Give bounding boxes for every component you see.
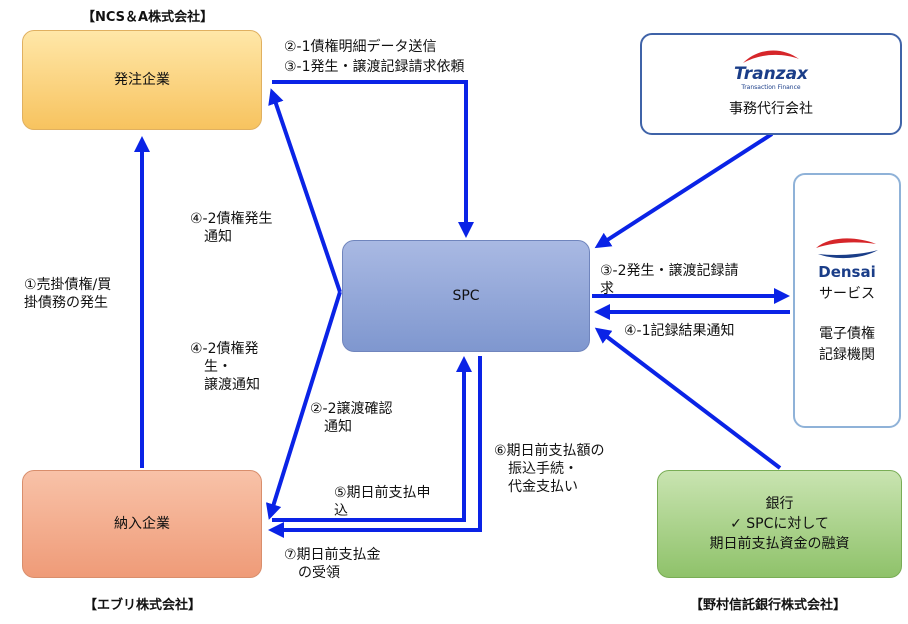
ordering-company-note: 【NCS＆A株式会社】 (82, 10, 214, 25)
bank-name-label: 銀行 (765, 495, 794, 512)
label-step-7: ⑦期日前支払金 の受領 (284, 547, 381, 582)
label-step-5: ⑤期日前支払申 込 (334, 485, 431, 520)
label-step-4-2-delivery: ④-2債権発 生・ 譲渡通知 (190, 341, 260, 394)
tranzax-logo-icon (743, 50, 799, 64)
label-step-6: ⑥期日前支払額の 振込手続・ 代金支払い (494, 443, 605, 496)
densai-logo-text: Densai (818, 263, 876, 282)
ordering-company-node: 発注企業 (22, 30, 262, 130)
tranzax-node: Tranzax Transaction Finance 事務代行会社 (640, 33, 902, 135)
densai-service-label: サービス (819, 285, 875, 302)
label-step-3-1: ③-1発生・譲渡記録請求依頼 (284, 59, 465, 75)
label-step-4-1: ④-1記録結果通知 (624, 323, 735, 339)
arrow-step-5 (272, 356, 472, 522)
arrow-step-2-2-delivery (265, 291, 342, 520)
densai-role-line1: 電子債権 (819, 326, 875, 343)
tranzax-logo-tagline: Transaction Finance (741, 83, 801, 91)
bank-desc-line1: ✓ SPCに対して (730, 515, 829, 532)
label-step-3-2: ③-2発生・譲渡記録請 求 (600, 263, 739, 298)
bank-desc-line2: 期日前支払資金の融資 (709, 536, 850, 553)
arrow-tranzax-spc (594, 132, 774, 249)
label-step-4-2-ordering: ④-2債権発生 通知 (190, 211, 273, 246)
densai-logo-icon (816, 238, 878, 259)
delivery-company-label: 納入企業 (114, 515, 170, 532)
tranzax-role-label: 事務代行会社 (729, 100, 813, 117)
label-step-1: ①売掛債権/買 掛債務の発生 (24, 277, 112, 312)
label-step-2-2: ②-2譲渡確認 通知 (310, 401, 393, 436)
arrow-step-2-1-3-1 (272, 80, 474, 238)
arrow-step-4-2-ordering (268, 88, 342, 293)
delivery-company-note: 【エブリ株式会社】 (84, 598, 202, 613)
label-step-2-1: ②-1債権明細データ送信 (284, 39, 437, 55)
arrow-step-6-7 (268, 356, 482, 538)
densai-node: Densai サービス 電子債権 記録機関 (793, 173, 901, 428)
arrow-bank-spc (594, 327, 782, 470)
tranzax-logo-text: Tranzax (733, 64, 809, 85)
bank-node: 銀行 ✓ SPCに対して 期日前支払資金の融資 (657, 470, 902, 578)
spc-label: SPC (452, 287, 480, 304)
densai-role-line2: 記録機関 (819, 346, 875, 363)
spc-node: SPC (342, 240, 590, 352)
bank-company-note: 【野村信託銀行株式会社】 (690, 598, 847, 613)
delivery-company-node: 納入企業 (22, 470, 262, 578)
ordering-company-label: 発注企業 (114, 71, 170, 88)
